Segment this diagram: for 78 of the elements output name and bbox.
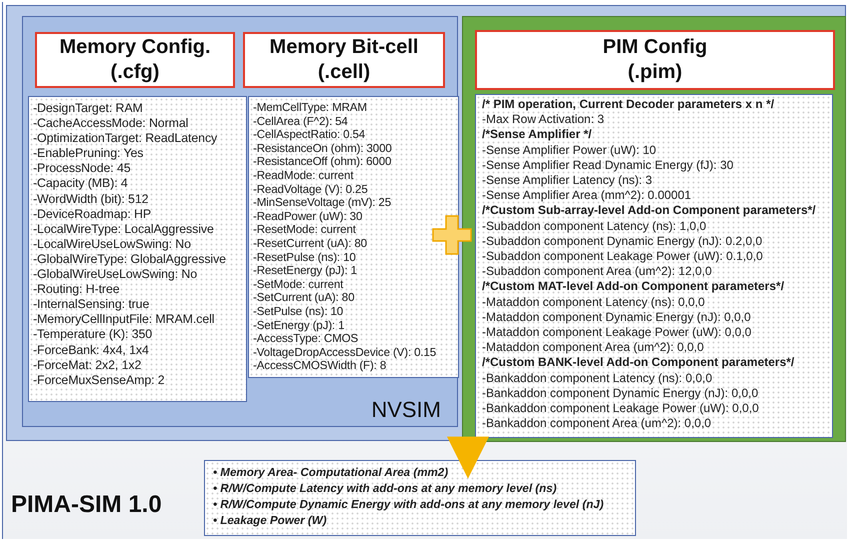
parameter-line: -Mataddon component Area (um^2): 0,0,0 — [482, 340, 705, 356]
parameter-line: -ReadPower (uW): 30 — [253, 210, 364, 224]
parameter-line: -Subaddon component Area (um^2): 12,0,0 — [482, 264, 713, 280]
output-metric: • Leakage Power (W) — [213, 513, 328, 529]
parameter-line: -LocalWireUseLowSwing: No — [33, 236, 192, 252]
parameter-line: -SetCurrent (uA): 80 — [253, 291, 356, 305]
parameter-line: -Subaddon component Latency (ns): 1,0,0 — [482, 218, 708, 234]
file-heading-box: PIM Config (.pim) — [475, 30, 835, 90]
parameter-line: -SetMode: current — [253, 278, 344, 292]
parameter-list-box — [475, 94, 833, 438]
parameter-line: -Mataddon component Dynamic Energy (nJ): 0,0,0 — [482, 310, 752, 326]
parameter-line: -WordWidth (bit): 512 — [33, 192, 150, 207]
parameter-line: -Bankaddon component Dynamic Energy (nJ): 0,0,0 — [482, 386, 760, 402]
parameter-line: -Sense Amplifier Latency (ns): 3 — [482, 173, 654, 188]
output-box — [204, 460, 636, 536]
parameter-line: -ResetMode: current — [253, 223, 357, 237]
parameter-line: -CellArea (F^2): 54 — [253, 114, 349, 128]
parameter-line: -GlobalWireType: GlobalAggressive — [33, 252, 227, 268]
parameter-line: -Subaddon component Dynamic Energy (nJ): 0.2,0,0 — [482, 234, 764, 250]
simulator-panel — [22, 16, 458, 427]
parameter-line: -Subaddon component Leakage Power (uW): 0.1,0,0 — [482, 249, 764, 264]
file-heading-box: Memory Bit-cell (.cell) — [243, 32, 445, 88]
parameter-list-box — [28, 96, 247, 402]
parameter-line: -Bankaddon component Latency (ns): 0,0,0 — [482, 370, 714, 386]
config-panel — [462, 16, 846, 442]
file-heading-box: Memory Config. (.cfg) — [35, 32, 235, 88]
section-comment: /*Custom Sub-array-level Add-on Component parameters*/ — [482, 203, 817, 219]
diagram-background — [6, 5, 846, 441]
parameter-line: -LocalWireType: LocalAggressive — [33, 222, 215, 237]
output-metric: • R/W/Compute Dynamic Energy with add-ons at any memory level (nJ) — [213, 497, 605, 513]
parameter-line: -CellAspectRatio: 0.54 — [253, 128, 366, 142]
parameter-line: -OptimizationTarget: ReadLatency — [33, 131, 218, 146]
parameter-line: -Sense Amplifier Read Dynamic Energy (fJ): 30 — [482, 158, 734, 174]
parameter-line: -MemCellType: MRAM — [253, 101, 368, 115]
parameter-line: -ReadVoltage (V): 0.25 — [253, 182, 369, 196]
parameter-line: -GlobalWireUseLowSwing: No — [33, 267, 198, 282]
parameter-line: -Capacity (MB): 4 — [33, 176, 129, 192]
parameter-line: -Bankaddon component Area (um^2): 0,0,0 — [482, 416, 712, 432]
parameter-line: -Max Row Activation: 3 — [482, 112, 606, 128]
parameter-line: -ForceBank: 4x4, 1x4 — [33, 342, 150, 358]
parameter-line: -DesignTarget: RAM — [33, 101, 144, 116]
output-metric: • Memory Area- Computational Area (mm2) — [213, 465, 450, 481]
parameter-line: -MinSenseVoltage (mV): 25 — [253, 196, 392, 210]
section-comment: /* PIM operation, Current Decoder parameters x n */ — [482, 97, 776, 112]
parameter-line: -ReadMode: current — [253, 168, 354, 183]
section-comment: /*Custom BANK-level Add-on Component parameters*/ — [482, 355, 796, 371]
parameter-line: -SetEnergy (pJ): 1 — [253, 318, 346, 332]
parameter-line: -InternalSensing: true — [33, 297, 150, 312]
parameter-line: -ResistanceOff (ohm): 6000 — [253, 155, 392, 169]
parameter-line: -ForceMat: 2x2, 1x2 — [33, 358, 142, 373]
panel-label: NVSIM — [371, 397, 441, 423]
parameter-line: -CacheAccessMode: Normal — [33, 116, 190, 132]
section-comment: /*Sense Amplifier */ — [482, 127, 593, 143]
parameter-line: -ResetCurrent (uA): 80 — [253, 236, 368, 251]
parameter-line: -AccessType: CMOS — [253, 332, 360, 346]
parameter-line: -AccessCMOSWidth (F): 8 — [253, 359, 388, 373]
parameter-line: -ResetEnergy (pJ): 1 — [253, 264, 358, 278]
parameter-line: -ResetPulse (ns): 10 — [253, 250, 357, 264]
parameter-line: -Mataddon component Leakage Power (uW): 0,0,0 — [482, 325, 752, 340]
parameter-line: -DeviceRoadmap: HP — [33, 206, 152, 222]
parameter-line: -Routing: H-tree — [33, 282, 121, 298]
parameter-list-box — [248, 96, 459, 378]
parameter-line: -VoltageDropAccessDevice (V): 0.15 — [253, 346, 438, 360]
parameter-line: -Mataddon component Latency (ns): 0,0,0 — [482, 294, 706, 310]
parameter-line: -SetPulse (ns): 10 — [253, 304, 344, 318]
parameter-line: -Sense Amplifier Area (mm^2): 0.00001 — [482, 188, 692, 204]
parameter-line: -ProcessNode: 45 — [33, 161, 132, 176]
parameter-line: -ForceMuxSenseAmp: 2 — [33, 372, 166, 388]
parameter-line: -Temperature (K): 350 — [33, 327, 154, 342]
tool-title: PIMA-SIM 1.0 — [11, 491, 162, 519]
parameter-line: -MemoryCellInputFile: MRAM.cell — [33, 312, 216, 328]
section-comment: /*Custom MAT-level Add-on Component parameters*/ — [482, 279, 786, 295]
arrow — [447, 436, 489, 479]
parameter-line: -Bankaddon component Leakage Power (uW): 0,0,0 — [482, 401, 760, 416]
output-metric: • R/W/Compute Latency with add-ons at any memory level (ns) — [213, 481, 558, 497]
parameter-line: -EnablePruning: Yes — [33, 146, 144, 162]
parameter-line: -Sense Amplifier Power (uW): 10 — [482, 142, 658, 158]
parameter-line: -ResistanceOn (ohm): 3000 — [253, 142, 393, 156]
